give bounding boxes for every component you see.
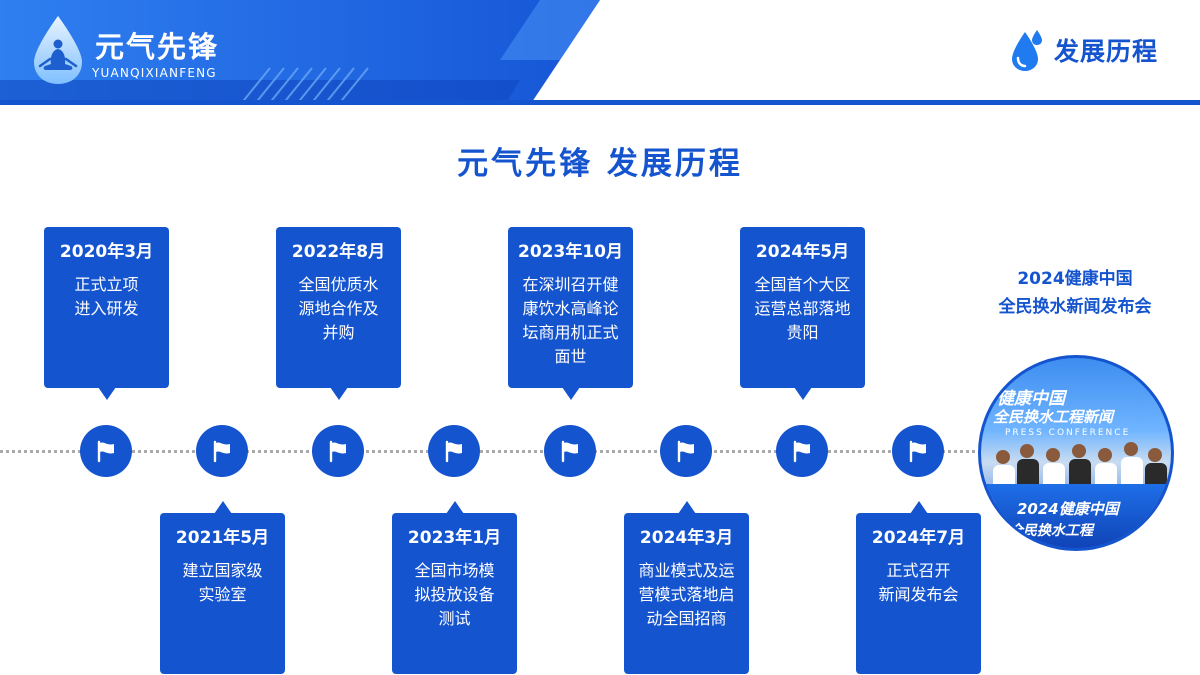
flag-icon: [445, 440, 462, 463]
milestone-date: 2024年7月: [871, 528, 966, 548]
press-conference-photo: 健康中国 全民换水工程新闻 PRESS CONFERENCE 2024健康中国 …: [978, 355, 1174, 551]
brand-pinyin: YUANQIXIANFENG: [92, 66, 217, 80]
section-tag: 发展历程: [1010, 28, 1158, 72]
milestone-date: 2022年8月: [291, 242, 386, 262]
milestone-card: 2021年5月建立国家级实验室: [160, 501, 285, 674]
flag-icon: [329, 440, 346, 463]
timeline-node: [428, 425, 480, 477]
feature-title-line2: 全民换水新闻发布会: [998, 297, 1152, 317]
milestone-date: 2020年3月: [59, 242, 154, 262]
page-title: 元气先锋 发展历程: [457, 146, 743, 182]
photo-text-line5: 全民换水工程: [1009, 523, 1093, 539]
photo-text-line3: PRESS CONFERENCE: [1005, 428, 1131, 438]
milestone-desc: 全国优质水源地合作及并购: [298, 275, 379, 342]
milestone-desc: 全国市场模拟投放设备测试: [414, 561, 495, 628]
milestone-desc: 正式立项进入研发: [74, 275, 139, 318]
timeline-node: [80, 425, 132, 477]
milestone-desc: 在深圳召开健康饮水高峰论坛商用机正式面世: [522, 275, 619, 366]
timeline-node: [660, 425, 712, 477]
timeline-node: [196, 425, 248, 477]
flag-icon: [97, 440, 114, 463]
timeline-node: [892, 425, 944, 477]
milestone-card: 2023年10月在深圳召开健康饮水高峰论坛商用机正式面世: [508, 227, 633, 400]
feature-title: 2024健康中国 全民换水新闻发布会: [975, 265, 1175, 321]
photo-text-line2: 全民换水工程新闻: [993, 408, 1114, 426]
feature-title-line1: 2024健康中国: [1017, 269, 1133, 289]
header-band: 元气先锋 YUANQIXIANFENG 发展历程: [0, 0, 1200, 105]
milestone-card: 2023年1月全国市场模拟投放设备测试: [392, 501, 517, 674]
milestone-card: 2024年5月全国首个大区运营总部落地贵阳: [740, 227, 865, 400]
photo-text-line4: 2024健康中国: [1017, 500, 1119, 518]
header-band-shape: [0, 0, 1200, 105]
milestone-date: 2024年3月: [639, 528, 734, 548]
photo-text-line1: 健康中国: [997, 389, 1065, 409]
flag-icon: [213, 440, 230, 463]
timeline-node: [776, 425, 828, 477]
milestone-card: 2024年3月商业模式及运营模式落地启动全国招商: [624, 501, 749, 674]
milestone-date: 2021年5月: [175, 528, 270, 548]
milestone-card: 2020年3月正式立项进入研发: [44, 227, 169, 400]
milestone-desc: 商业模式及运营模式落地启动全国招商: [638, 561, 735, 628]
water-drop-meditation-icon: [34, 16, 82, 84]
flag-icon: [909, 440, 926, 463]
timeline-node: [312, 425, 364, 477]
milestone-card: 2022年8月全国优质水源地合作及并购: [276, 227, 401, 400]
timeline-line: [0, 450, 975, 453]
milestone-desc: 建立国家级实验室: [182, 561, 263, 604]
section-tag-label: 发展历程: [1053, 37, 1158, 66]
milestone-desc: 全国首个大区运营总部落地贵阳: [754, 275, 851, 342]
flag-icon: [793, 440, 810, 463]
brand-name: 元气先锋: [95, 30, 220, 64]
timeline-node: [544, 425, 596, 477]
milestone-card: 2024年7月正式召开新闻发布会: [856, 501, 981, 674]
milestone-date: 2023年10月: [518, 242, 623, 262]
milestone-desc: 正式召开新闻发布会: [878, 561, 959, 604]
milestone-date: 2024年5月: [755, 242, 850, 262]
water-drop-icon: [1011, 30, 1042, 71]
flag-icon: [561, 440, 578, 463]
milestone-date: 2023年1月: [407, 528, 502, 548]
flag-icon: [677, 440, 694, 463]
photo-banner: [981, 484, 1171, 548]
